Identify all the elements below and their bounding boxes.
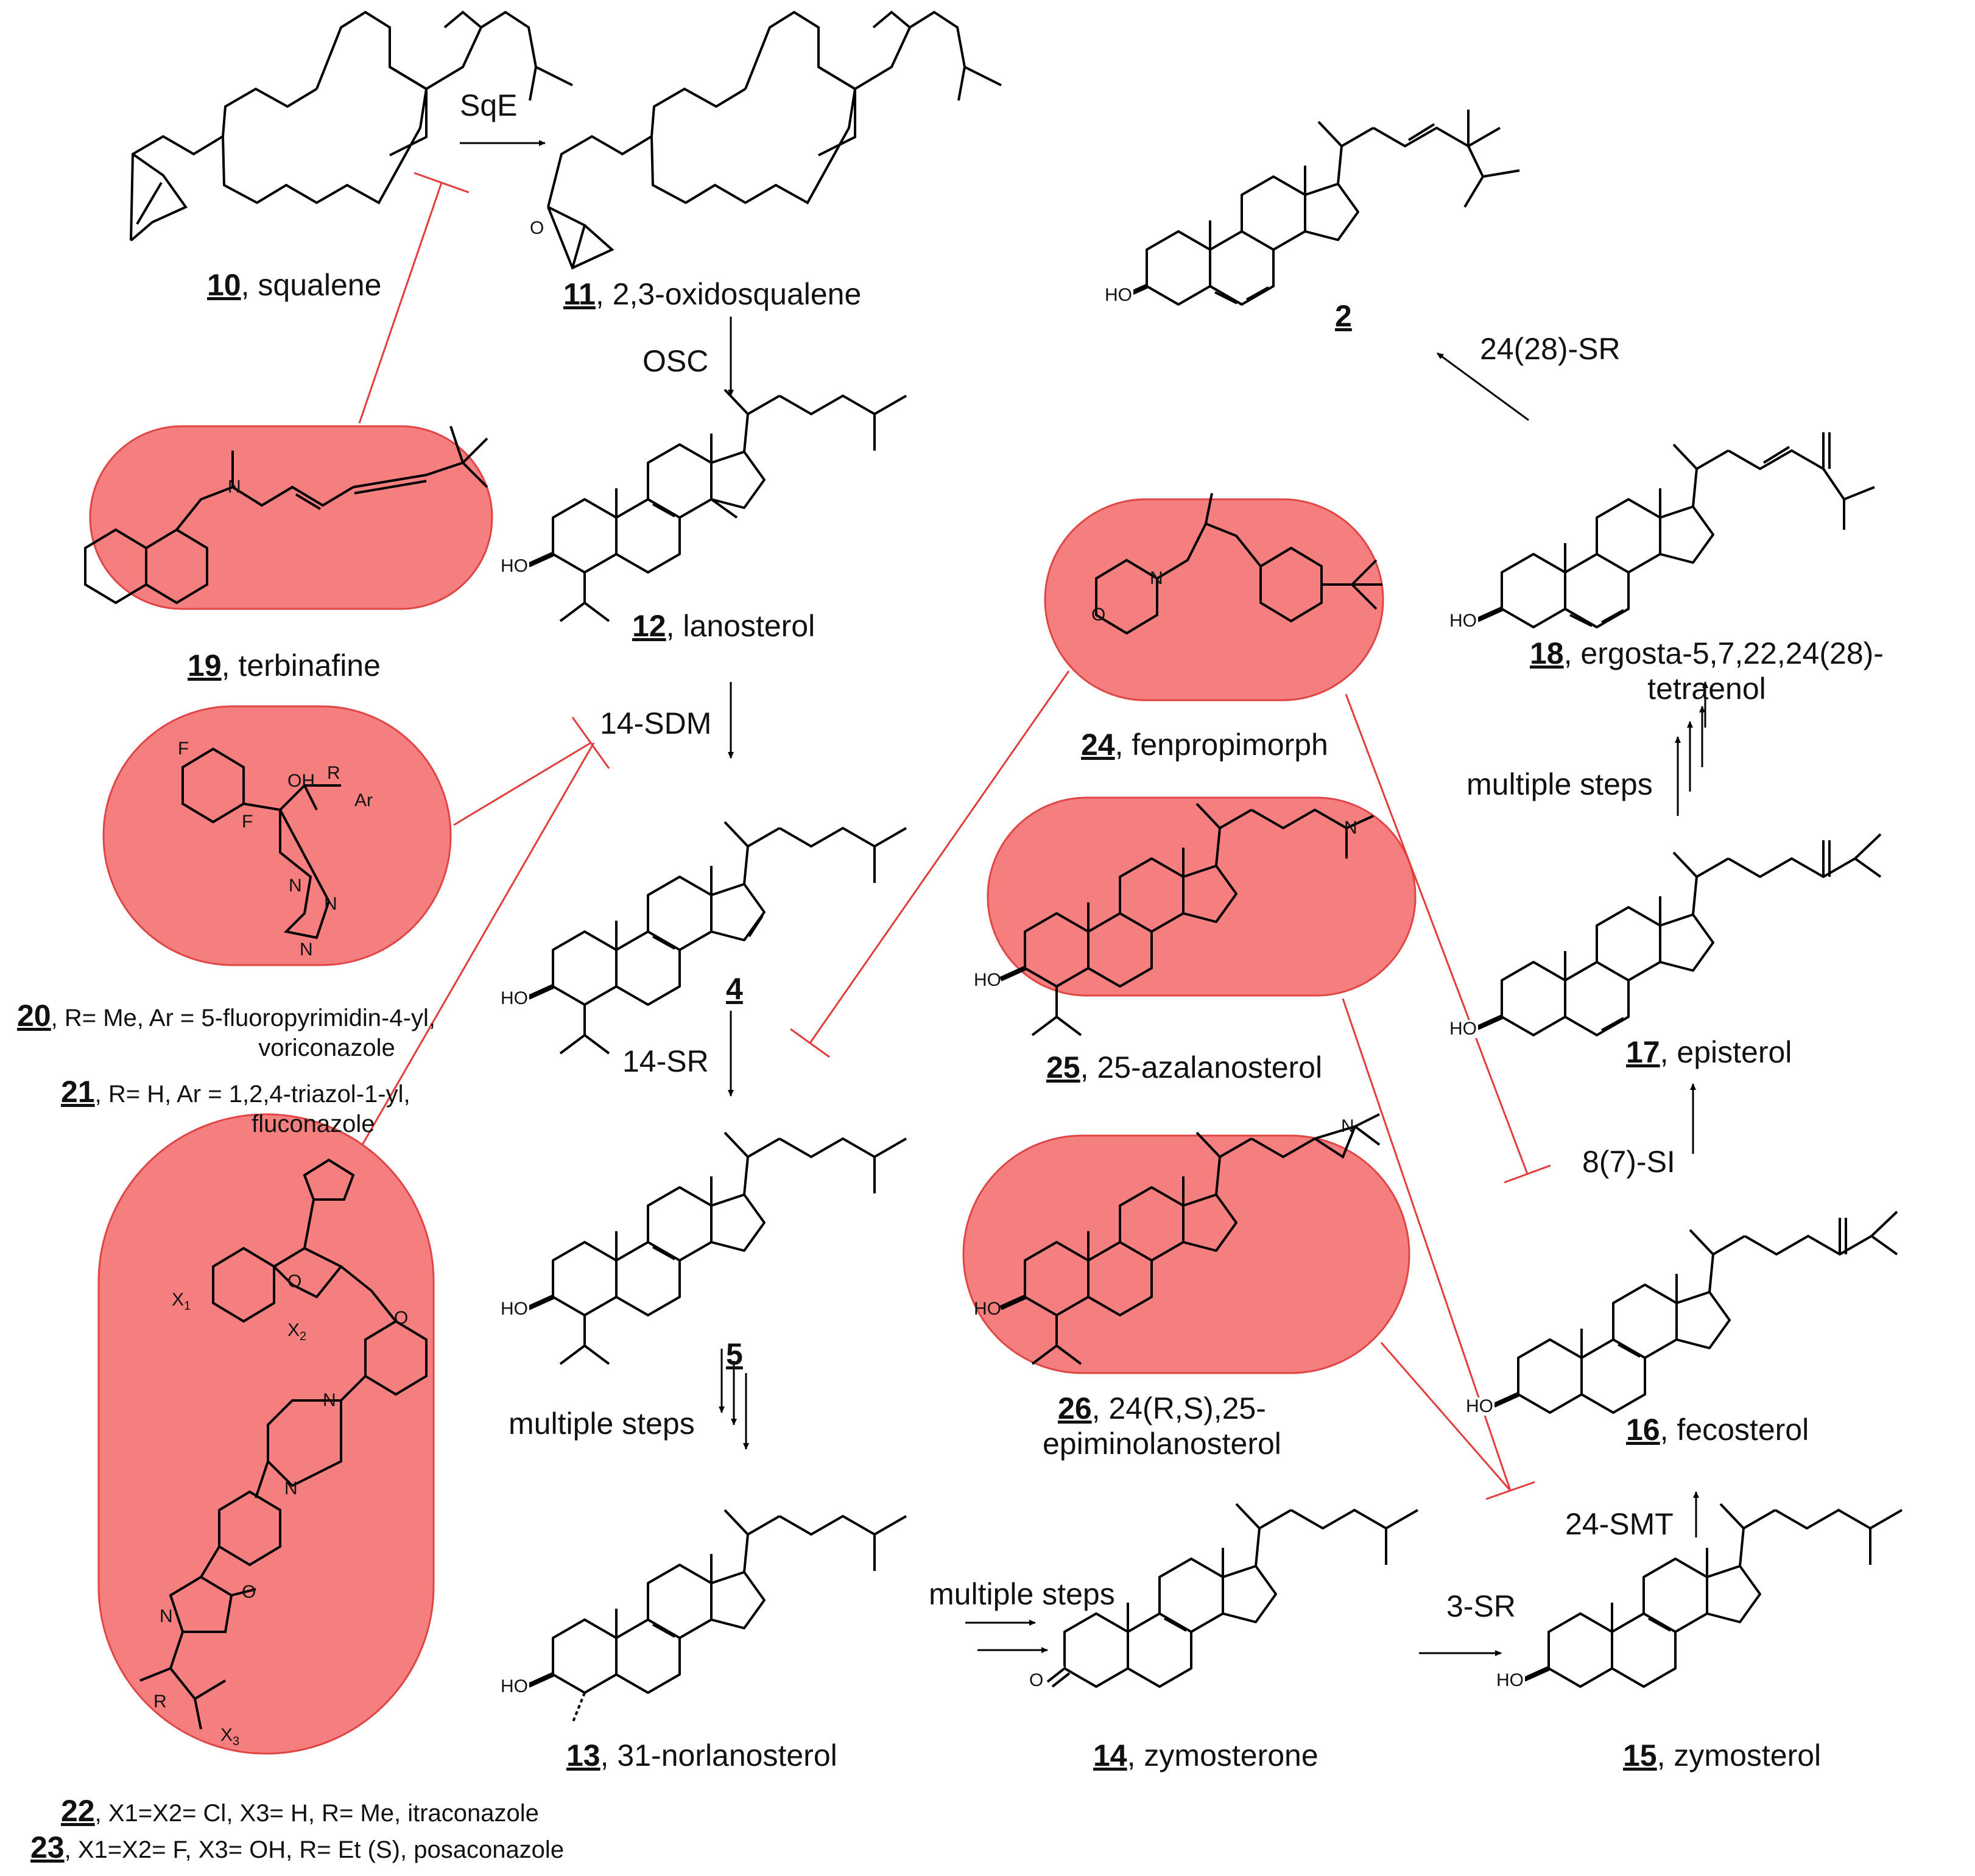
triazolone-n: N bbox=[160, 1606, 173, 1626]
hydroxyl-25: HO bbox=[974, 970, 1001, 990]
enzyme-osc: OSC bbox=[642, 344, 709, 378]
oxygen-morpholine: O bbox=[1091, 605, 1106, 625]
hydroxyl-12: HO bbox=[499, 556, 529, 576]
label-compound-19: 19, terbinafine bbox=[188, 648, 381, 683]
label-compound-20: 20, R= Me, Ar = 5-fluoropyrimidin-4-yl,v… bbox=[17, 999, 435, 1061]
ergosterol-structure bbox=[1122, 110, 1520, 304]
epiminolanosterol-structure bbox=[1001, 1113, 1381, 1365]
piperazine-n2: N bbox=[284, 1478, 298, 1498]
dioxolane-o: O bbox=[287, 1271, 302, 1291]
label-compound-24: 24, fenpropimorph bbox=[1081, 728, 1328, 762]
terbinafine-structure bbox=[84, 426, 488, 605]
zymosterol-structure bbox=[1524, 1504, 1903, 1687]
nitrogen-26: N bbox=[1341, 1116, 1354, 1136]
label-compound-22: 22, X1=X2= Cl, X3= H, R= Me, itraconazol… bbox=[61, 1794, 539, 1828]
r-azole: R bbox=[327, 763, 340, 783]
hydroxyl-17: HO bbox=[1448, 1019, 1478, 1039]
enzyme-24-smt: 24-SMT bbox=[1565, 1507, 1674, 1541]
label-compound-18: 18, ergosta-5,7,22,24(28)-tetraenol bbox=[1530, 636, 1884, 706]
enzyme-3-sr: 3-SR bbox=[1446, 1589, 1516, 1623]
label-compound-2: 2 bbox=[1335, 299, 1352, 333]
fecosterol-structure bbox=[1494, 1210, 1898, 1413]
norlanosterol-structure bbox=[529, 1510, 907, 1724]
fluorine-b: F bbox=[242, 812, 253, 832]
enzyme-multiple-steps-a: multiple steps bbox=[509, 1407, 695, 1441]
itraconazole-structure bbox=[139, 1158, 428, 1730]
label-compound-11: 11, 2,3-oxidosqualene bbox=[563, 277, 862, 311]
enzyme-24-28-sr: 24(28)-SR bbox=[1480, 332, 1621, 366]
label-compound-25: 25, 25-azalanosterol bbox=[1046, 1050, 1323, 1084]
triazole-n3: N bbox=[300, 940, 313, 960]
enzyme-sqe: SqE bbox=[460, 88, 518, 122]
terbinafine-blob bbox=[89, 425, 493, 610]
triazole-n1: N bbox=[289, 876, 302, 896]
oxygen-ketone-14: O bbox=[1028, 1670, 1045, 1690]
x2-label: X2 bbox=[287, 1320, 307, 1343]
azalanosterol-structure bbox=[1001, 804, 1374, 1036]
oxidosqualene-structure bbox=[547, 10, 1002, 270]
label-compound-16: 16, fecosterol bbox=[1626, 1413, 1809, 1447]
x3-label: X3 bbox=[220, 1725, 240, 1748]
nitrogen-terbinafine: N bbox=[228, 477, 241, 497]
enzyme-14-sdm: 14-SDM bbox=[600, 706, 712, 740]
ether-o: O bbox=[394, 1308, 409, 1328]
r-itraconazole: R bbox=[153, 1692, 167, 1712]
enzyme-multiple-steps-c: multiple steps bbox=[1466, 767, 1653, 801]
hydroxyl-18: HO bbox=[1448, 611, 1478, 631]
hydroxyl-2: HO bbox=[1104, 285, 1133, 305]
label-compound-26: 26, 24(R,S),25-epiminolanosterol bbox=[1043, 1391, 1281, 1461]
hydroxyl-4: HO bbox=[499, 988, 529, 1008]
label-compound-21: 21, R= H, Ar = 1,2,4-triazol-1-yl,flucon… bbox=[61, 1075, 410, 1137]
squalene-structure bbox=[130, 10, 573, 242]
hydroxyl-5: HO bbox=[499, 1299, 529, 1319]
nitrogen-25: N bbox=[1344, 818, 1357, 838]
label-compound-10: 10, squalene bbox=[207, 268, 382, 302]
reaction-arrows bbox=[460, 140, 1708, 1656]
enzyme-14-sr: 14-SR bbox=[622, 1044, 709, 1078]
epiminolanosterol-blob bbox=[962, 1134, 1410, 1374]
nitrogen-morpholine: N bbox=[1150, 568, 1163, 588]
fenpropimorph-structure bbox=[1095, 493, 1382, 635]
compound-18-structure bbox=[1477, 432, 1875, 627]
hydroxyl-13: HO bbox=[499, 1676, 529, 1696]
label-compound-5: 5 bbox=[726, 1337, 743, 1371]
azalanosterol-blob bbox=[987, 796, 1417, 997]
hydroxyl-16: HO bbox=[1465, 1396, 1494, 1416]
episterol-structure bbox=[1477, 833, 1882, 1035]
triazole-n2: N bbox=[324, 894, 337, 914]
hydroxyl-26: HO bbox=[974, 1299, 1001, 1319]
fluorine-a: F bbox=[178, 739, 189, 759]
hydroxyl-15: HO bbox=[1495, 1670, 1525, 1690]
hydroxyl-azole: OH bbox=[287, 771, 315, 791]
itraconazole-blob bbox=[97, 1113, 435, 1755]
compound-5-structure bbox=[529, 1133, 907, 1365]
label-compound-4: 4 bbox=[726, 972, 743, 1006]
oxygen-epoxide: O bbox=[529, 218, 546, 238]
x1-label: X1 bbox=[172, 1290, 191, 1313]
azole-blob bbox=[102, 705, 452, 966]
lanosterol-structure bbox=[529, 390, 907, 622]
enzyme-multiple-steps-b: multiple steps bbox=[929, 1577, 1115, 1611]
label-compound-15: 15, zymosterol bbox=[1623, 1738, 1822, 1772]
compound-4-structure bbox=[529, 822, 907, 1055]
oxygen-ketone-itra: O bbox=[242, 1582, 256, 1602]
label-compound-13: 13, 31-norlanosterol bbox=[566, 1738, 837, 1772]
label-compound-14: 14, zymosterone bbox=[1093, 1738, 1318, 1772]
label-compound-12: 12, lanosterol bbox=[632, 609, 815, 643]
fenpropimorph-blob bbox=[1044, 498, 1384, 701]
enzyme-8-7-si: 8(7)-SI bbox=[1582, 1145, 1675, 1179]
label-compound-23: 23, X1=X2= F, X3= OH, R= Et (S), posacon… bbox=[30, 1830, 565, 1864]
azole-structure bbox=[181, 747, 341, 940]
ar-azole: Ar bbox=[354, 790, 373, 810]
piperazine-n1: N bbox=[323, 1390, 336, 1410]
label-compound-17: 17, episterol bbox=[1626, 1035, 1792, 1069]
inhibition-lines bbox=[358, 172, 1551, 1500]
